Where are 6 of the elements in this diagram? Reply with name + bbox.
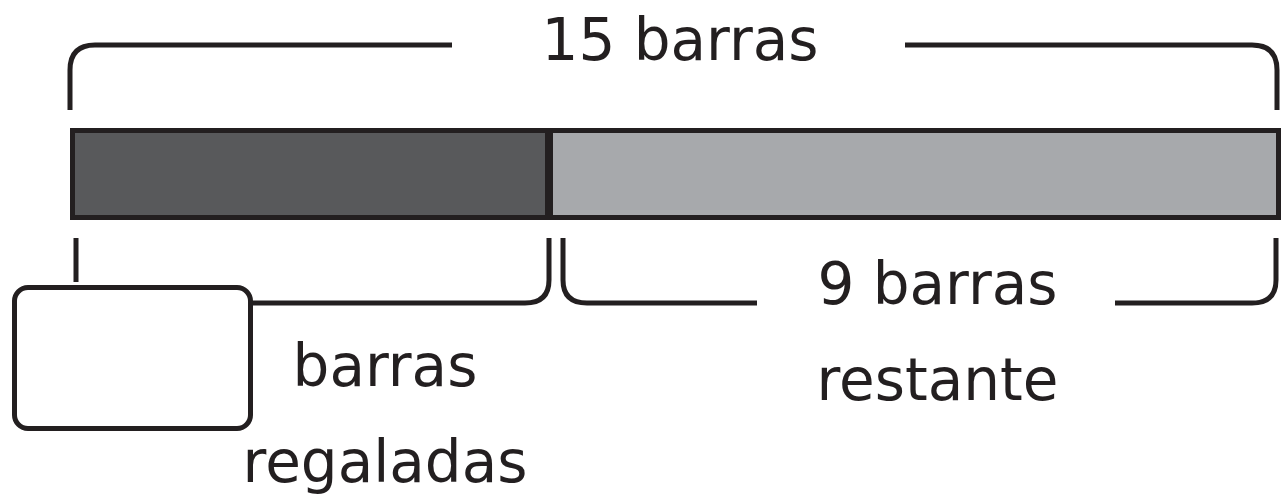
answer-box [12, 285, 253, 431]
remaining-label: 9 barras restante [815, 249, 1060, 416]
caption-text: barras regaladas [241, 331, 529, 497]
total-label: 15 barras [540, 5, 820, 76]
bar-segment [548, 128, 1281, 220]
bar-segment [70, 128, 550, 220]
